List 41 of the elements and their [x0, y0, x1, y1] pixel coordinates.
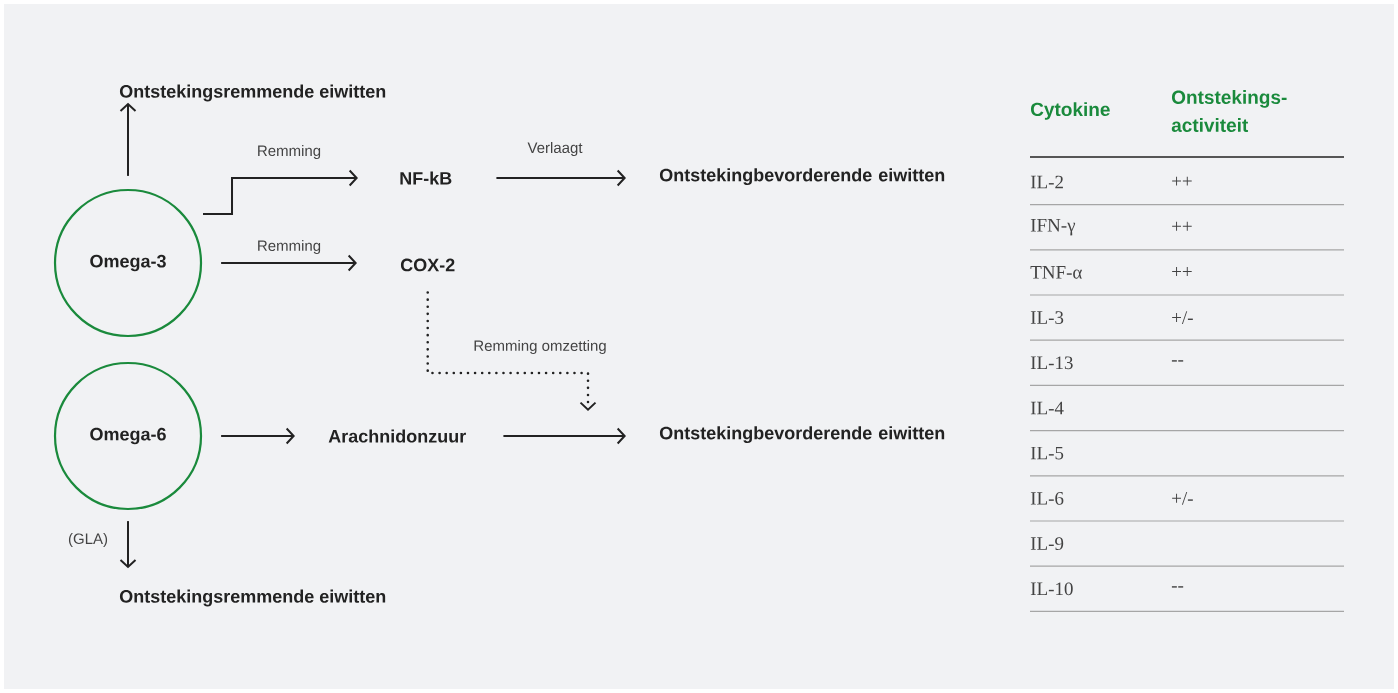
- edge-label: Remming omzetting: [472, 339, 608, 355]
- table-cell: TNF-α: [1030, 266, 1082, 279]
- arrow: [202, 169, 358, 215]
- table-cell: IFN-γ: [1030, 218, 1076, 236]
- edge-label: (GLA): [67, 532, 109, 548]
- column-header: Cytokine: [1031, 102, 1110, 120]
- table-cell: ++: [1172, 221, 1192, 231]
- arrow: [220, 427, 295, 445]
- edge-label: Remming: [255, 239, 323, 255]
- arrow: [502, 427, 626, 445]
- node-label: NF-kB: [400, 171, 452, 185]
- table-cell: --: [1171, 586, 1184, 588]
- table-cell: ++: [1172, 267, 1192, 276]
- table-cell: ++: [1172, 176, 1192, 186]
- table-cell: IL-10: [1030, 582, 1073, 596]
- circle-node: Omega-3: [53, 188, 203, 338]
- node-label: COX-2: [400, 258, 455, 272]
- node-label: Ontstekingsremmende eiwitten: [119, 84, 386, 102]
- edge-label: Verlaagt: [526, 141, 584, 157]
- column-header: Ontstekings-activiteit: [1171, 90, 1287, 132]
- table-cell: +/-: [1172, 492, 1193, 505]
- node-label: Ontstekingbevorderende eiwitten: [659, 426, 945, 444]
- edge-label: Remming: [255, 144, 323, 160]
- table-cell: IL-13: [1030, 356, 1073, 370]
- node-label: Arachnidonzuur: [328, 429, 466, 443]
- table-cell: IL-5: [1030, 446, 1064, 460]
- table-cell: --: [1171, 360, 1184, 362]
- arrow: [426, 291, 597, 411]
- arrow: [495, 169, 626, 187]
- arrow: [220, 254, 357, 272]
- arrow: [119, 520, 137, 569]
- table-cell: IL-2: [1030, 175, 1063, 189]
- table-cell: IL-6: [1030, 492, 1064, 505]
- arrow: [119, 102, 137, 177]
- node-label: Ontstekingsremmende eiwitten: [119, 589, 386, 607]
- table-cell: IL-9: [1030, 537, 1064, 550]
- table-cell: IL-4: [1030, 401, 1064, 415]
- table-cell: IL-3: [1030, 311, 1064, 324]
- node-label: Ontstekingbevorderende eiwitten: [659, 168, 945, 186]
- table-cell: +/-: [1172, 311, 1193, 324]
- circle-node: Omega-6: [53, 361, 203, 511]
